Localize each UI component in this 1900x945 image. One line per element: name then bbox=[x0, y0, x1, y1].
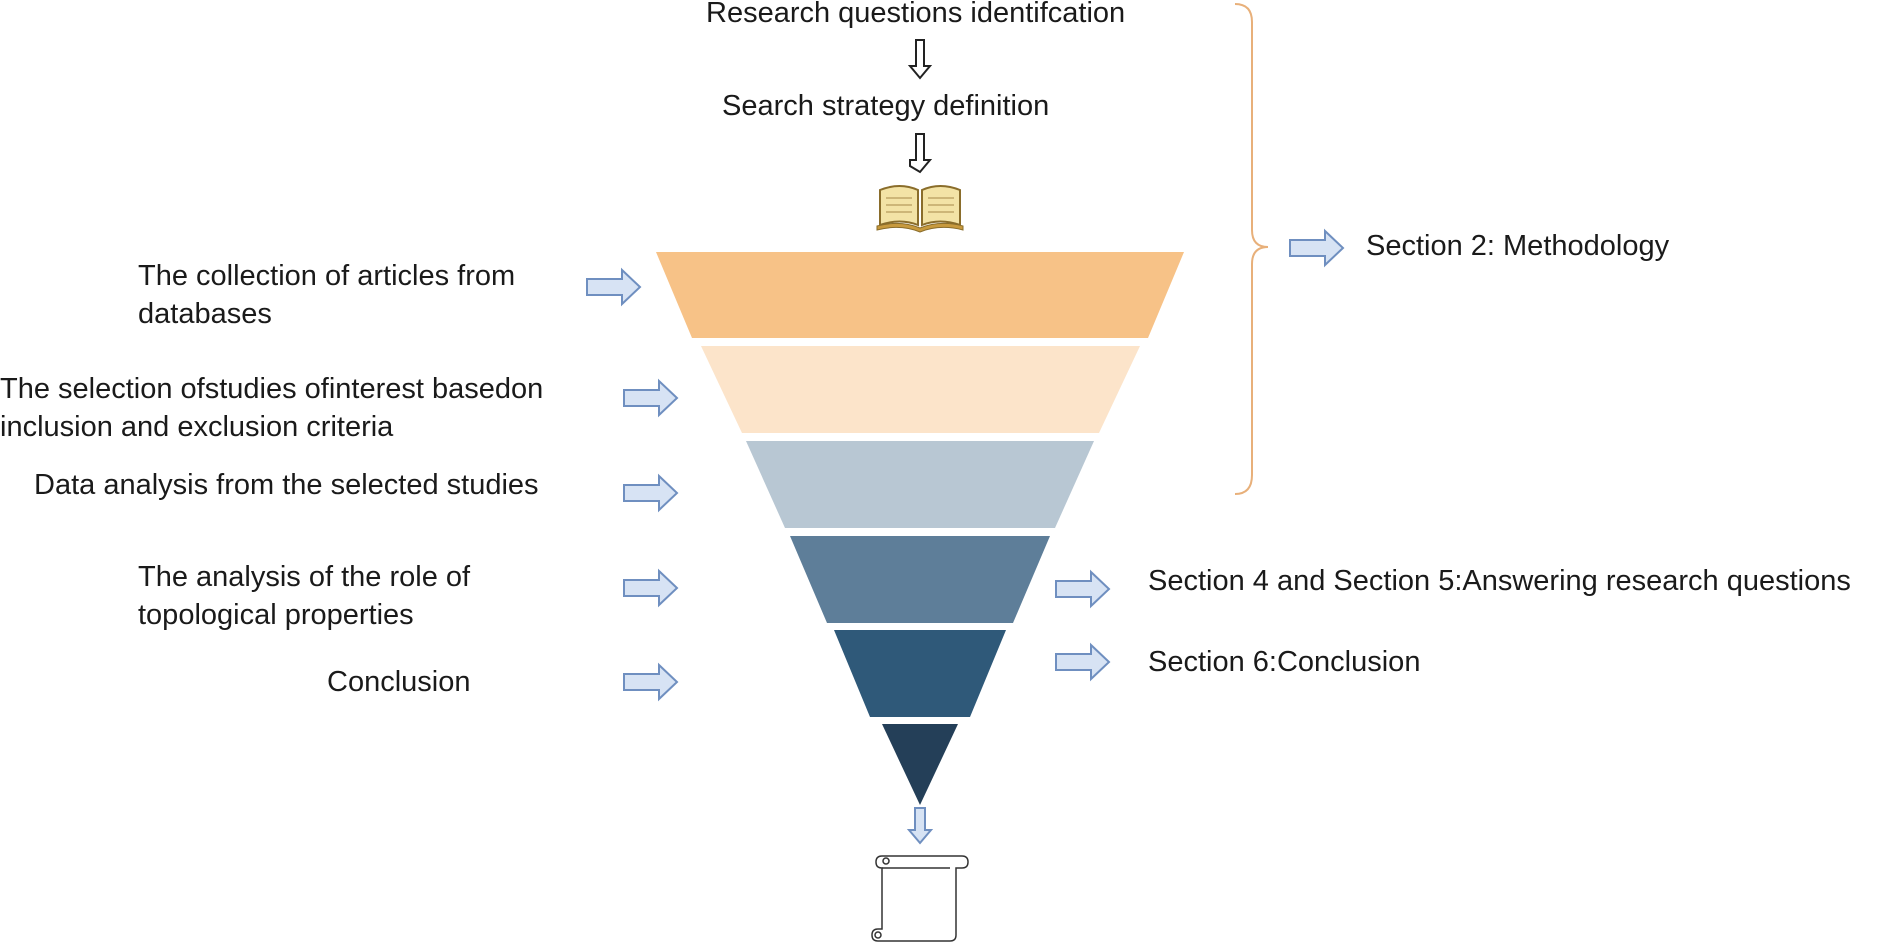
label-section-conclusion: Section 6:Conclusion bbox=[1148, 646, 1421, 678]
arrow-answering bbox=[1055, 569, 1111, 609]
open-book-icon bbox=[876, 185, 964, 233]
methodology-brace bbox=[1234, 3, 1269, 495]
step-search-strategy: Search strategy definition bbox=[722, 90, 1050, 122]
arrow-section-conclusion bbox=[1055, 642, 1111, 682]
arrow-conclusion bbox=[623, 662, 679, 702]
label-selection-line1: The selection ofstudies ofinterest based… bbox=[0, 373, 544, 405]
step-research-questions: Research questions identifcation bbox=[706, 0, 1126, 29]
arrow-topological bbox=[623, 568, 679, 608]
scroll-icon bbox=[871, 855, 969, 942]
down-arrow-1 bbox=[907, 39, 933, 80]
label-topological-line1: The analysis of the role of bbox=[138, 561, 471, 593]
down-arrow-2 bbox=[909, 133, 933, 174]
arrow-to-scroll bbox=[906, 807, 934, 845]
label-conclusion: Conclusion bbox=[327, 666, 471, 698]
funnel-tier-tip bbox=[882, 724, 958, 805]
funnel-tier-topological bbox=[790, 536, 1050, 623]
label-collection-line2: databases bbox=[138, 298, 272, 330]
funnel-tier-collection bbox=[656, 252, 1184, 338]
funnel-tier-selection bbox=[701, 346, 1140, 433]
label-section-answering: Section 4 and Section 5:Answering resear… bbox=[1148, 565, 1851, 597]
label-selection-line2: inclusion and exclusion criteria bbox=[0, 411, 394, 443]
arrow-collection bbox=[586, 267, 642, 307]
label-collection-line1: The collection of articles from bbox=[138, 260, 516, 292]
label-topological-line2: topological properties bbox=[138, 599, 414, 631]
arrow-data-analysis bbox=[623, 473, 679, 513]
label-section-methodology: Section 2: Methodology bbox=[1366, 230, 1670, 262]
arrow-methodology bbox=[1289, 228, 1345, 268]
funnel-tier-conclusion bbox=[834, 630, 1006, 717]
funnel-tier-data-analysis bbox=[746, 441, 1094, 528]
arrow-selection bbox=[623, 378, 679, 418]
label-data-analysis: Data analysis from the selected studies bbox=[34, 469, 539, 501]
